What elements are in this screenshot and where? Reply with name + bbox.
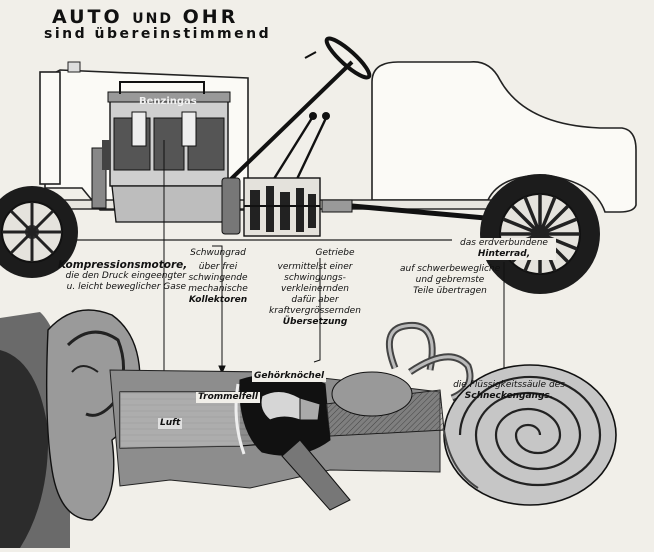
label-schneckengang: die Flüssigkeitssäule des Schneckengangs… (453, 380, 565, 401)
label-luft: Luft (158, 418, 183, 429)
label-trommelfell: Trommelfell (196, 392, 260, 403)
label-benzingas: Benzingas (139, 96, 197, 107)
page-subtitle: sind übereinstimmend (44, 26, 272, 42)
label-kompressionsmotore: Kompressionsmotore, die den Druck eingee… (58, 259, 188, 293)
label-gehoerknoechel: Gehörknöchel (252, 371, 327, 382)
label-teile: auf schwerbewegliche und gebremste Teile… (400, 264, 501, 296)
label-getriebe: Getriebe vermittelst einer schwingungs- … (269, 248, 361, 327)
page-title: AUTO UND OHR (52, 6, 239, 28)
label-schwungrad: Schwungrad über frei schwingende mechani… (188, 248, 248, 305)
label-hinterrad: das erdverbundene Hinterrad, (452, 238, 556, 260)
ear-cross-section-icon (0, 309, 474, 548)
cochlea-icon (443, 364, 617, 506)
car-chassis-icon (0, 36, 637, 294)
